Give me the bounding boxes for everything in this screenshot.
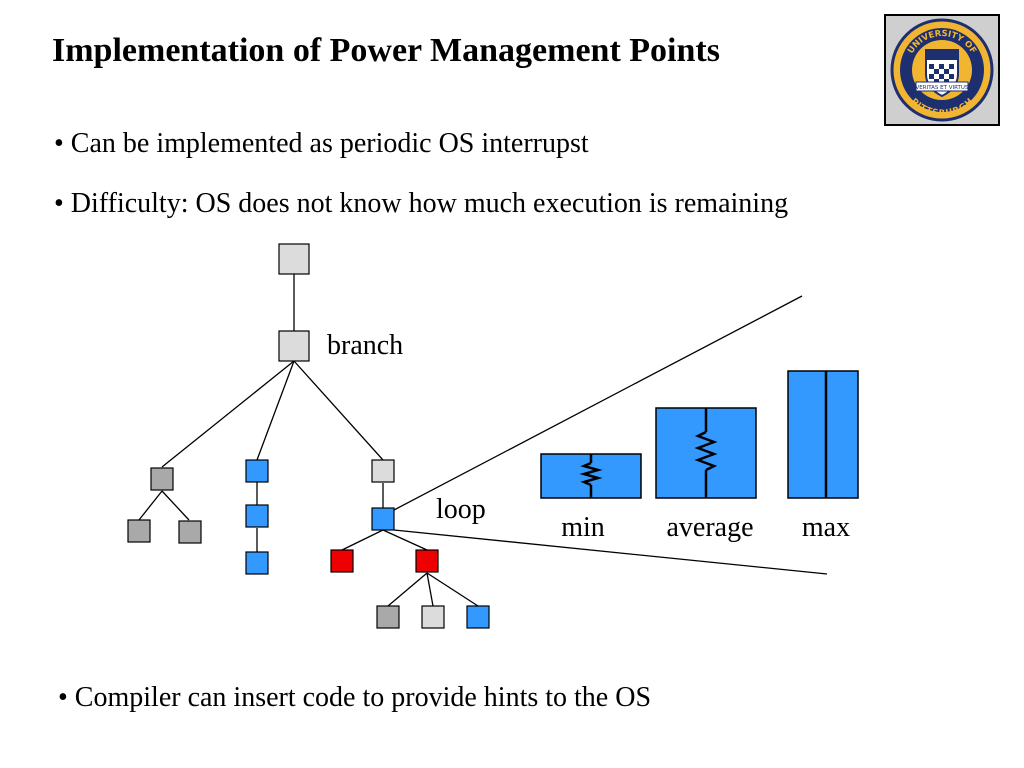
- gray-node: [127, 519, 151, 543]
- bullet-periodic-interrupts: • Can be implemented as periodic OS inte…: [54, 128, 589, 159]
- zoom-line-top: [393, 295, 803, 511]
- bullet-compiler-hints: • Compiler can insert code to provide hi…: [58, 682, 652, 713]
- min-label: min: [561, 512, 605, 543]
- bullet-difficulty: • Difficulty: OS does not know how much …: [54, 188, 789, 219]
- tree-edge: [341, 529, 384, 551]
- light-node: [371, 459, 395, 483]
- gray-node: [178, 520, 202, 544]
- red-node: [415, 549, 439, 573]
- average-label: average: [666, 512, 753, 543]
- tree-edge: [161, 490, 190, 521]
- seal-ribbon-text: VERITAS ET VIRTUS: [916, 85, 969, 91]
- root-node: [278, 243, 310, 275]
- spring-icon: [694, 430, 718, 472]
- tree-edge: [138, 490, 163, 521]
- max-bar: [787, 370, 859, 499]
- branch-label: branch: [327, 330, 403, 361]
- blue-node: [245, 551, 269, 575]
- blue-node: [245, 459, 269, 483]
- light-node: [421, 605, 445, 629]
- branch-node: [278, 330, 310, 362]
- red-node: [330, 549, 354, 573]
- tree-edge: [426, 572, 434, 607]
- zoom-line-bottom: [393, 529, 828, 575]
- slide-title: Implementation of Power Management Point…: [52, 32, 720, 69]
- gray-node: [376, 605, 400, 629]
- tree-edge: [426, 572, 479, 607]
- tree-edge: [387, 572, 428, 607]
- university-seal-logo: UNIVERSITY OF PITTSBURGH VERITAS ET VIRT…: [884, 14, 1000, 126]
- max-label: max: [802, 512, 850, 543]
- tree-edge: [256, 360, 295, 461]
- loop-label: loop: [436, 494, 486, 525]
- blue-node: [245, 504, 269, 528]
- tree-edge: [161, 360, 295, 468]
- loop-node: [371, 507, 395, 531]
- tree-edge: [293, 360, 384, 461]
- blue-node: [466, 605, 490, 629]
- spring-icon: [579, 461, 603, 487]
- gray-node: [150, 467, 174, 491]
- tree-edge: [382, 529, 428, 551]
